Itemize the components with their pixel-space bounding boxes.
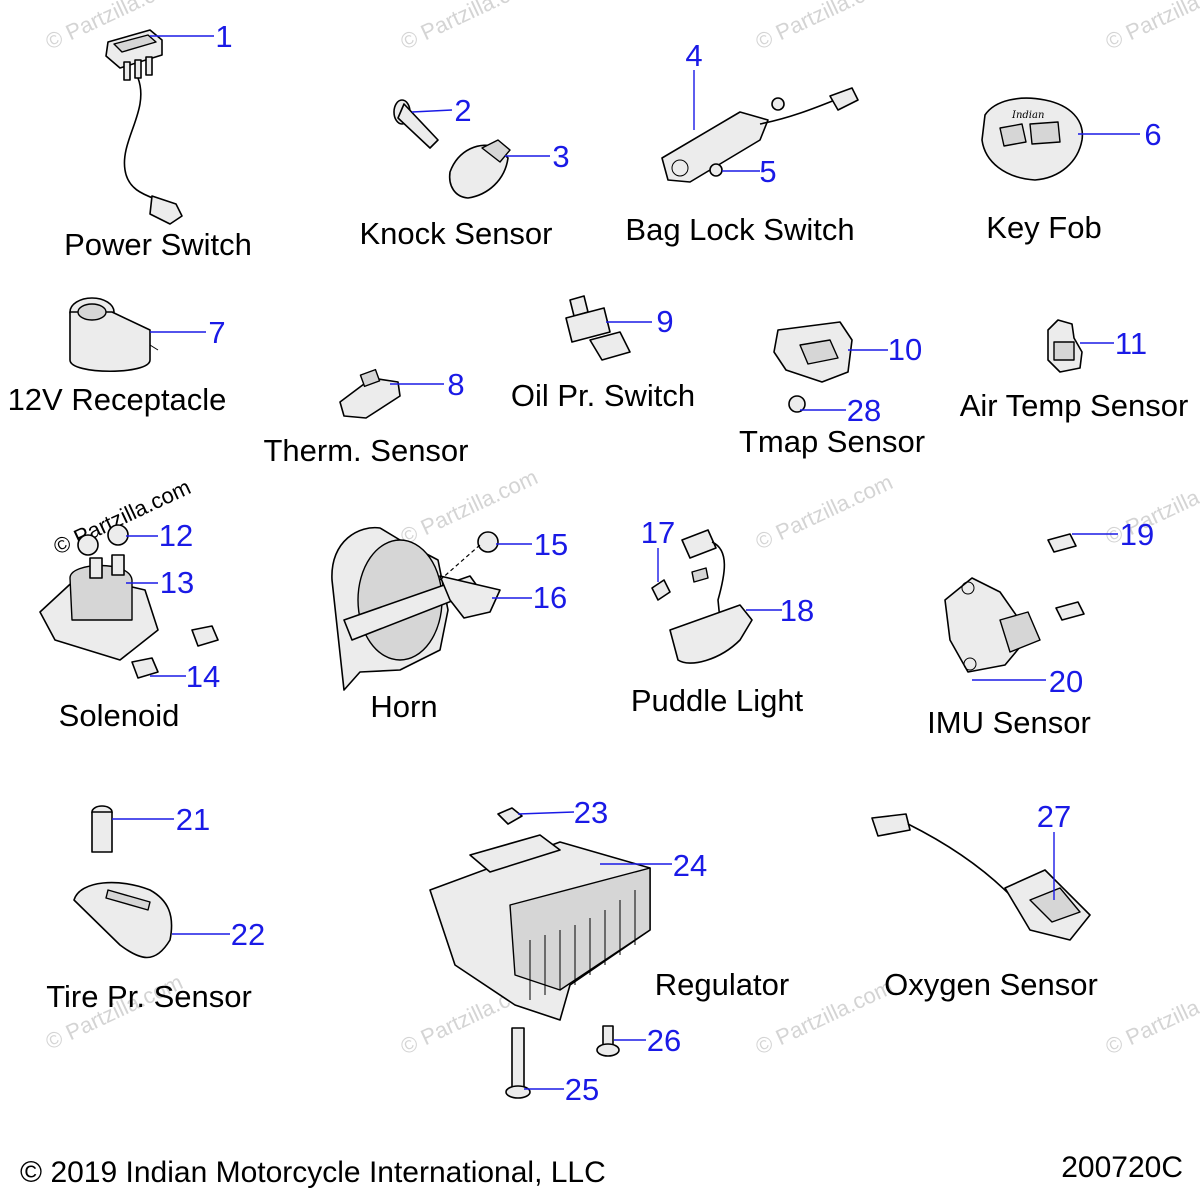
- label-solenoid: Solenoid: [59, 698, 180, 733]
- key-fob-drawing: Indian: [981, 97, 1084, 181]
- label-12v-receptacle: 12V Receptacle: [8, 382, 227, 417]
- label-bag-lock-switch: Bag Lock Switch: [625, 212, 854, 247]
- part-labels: Power Switch Knock Sensor Bag Lock Switc…: [8, 210, 1189, 1014]
- label-air-temp-sensor: Air Temp Sensor: [960, 388, 1189, 423]
- watermark: © Partzilla.com: [752, 469, 897, 554]
- callout-5: 5: [759, 154, 776, 189]
- label-tmap-sensor: Tmap Sensor: [739, 424, 925, 459]
- callout-6: 6: [1144, 117, 1161, 152]
- bag-lock-switch-drawing: [661, 87, 859, 183]
- callout-20: 20: [1049, 664, 1083, 699]
- callout-19: 19: [1120, 517, 1154, 552]
- watermark: © Partzilla.com: [752, 0, 897, 55]
- svg-text:Indian: Indian: [1011, 110, 1044, 121]
- label-oil-pressure-switch: Oil Pr. Switch: [511, 378, 695, 413]
- oxygen-sensor-drawing: [871, 813, 1091, 941]
- callout-18: 18: [780, 593, 814, 628]
- callout-7: 7: [208, 315, 225, 350]
- callout-26: 26: [647, 1023, 681, 1058]
- power-switch-drawing: [105, 29, 183, 225]
- label-imu-sensor: IMU Sensor: [927, 705, 1091, 740]
- callout-25: 25: [565, 1072, 599, 1107]
- label-tire-pressure-sensor: Tire Pr. Sensor: [46, 979, 252, 1014]
- callout-8: 8: [447, 367, 464, 402]
- label-key-fob: Key Fob: [986, 210, 1101, 245]
- oil-pressure-switch-drawing: [565, 295, 631, 361]
- label-power-switch: Power Switch: [64, 227, 252, 262]
- callout-23: 23: [574, 795, 608, 830]
- imu-sensor-drawing: [944, 533, 1085, 673]
- callout-3: 3: [552, 139, 569, 174]
- watermark: © Partzilla.com: [397, 0, 542, 55]
- label-knock-sensor: Knock Sensor: [360, 216, 553, 251]
- callout-28: 28: [847, 393, 881, 428]
- callout-4: 4: [685, 38, 702, 73]
- diagram-code: 200720C: [1061, 1151, 1183, 1184]
- horn-drawing: [331, 526, 501, 691]
- callout-9: 9: [656, 304, 673, 339]
- callout-21: 21: [176, 802, 210, 837]
- callout-24: 24: [673, 848, 707, 883]
- 12v-receptacle-drawing: [69, 297, 159, 372]
- callout-11: 11: [1115, 326, 1147, 361]
- callout-14: 14: [186, 659, 220, 694]
- callout-16: 16: [533, 580, 567, 615]
- callout-1: 1: [215, 19, 232, 54]
- watermark: © Partzilla.com: [1102, 974, 1200, 1059]
- callout-12: 12: [159, 518, 193, 553]
- leader-lines: [112, 35, 1140, 1090]
- callout-15: 15: [534, 527, 568, 562]
- knock-sensor-drawing: [393, 99, 511, 199]
- callout-22: 22: [231, 917, 265, 952]
- puddle-light-drawing: [651, 529, 753, 664]
- callout-27: 27: [1037, 799, 1071, 834]
- therm-sensor-drawing: [339, 368, 401, 419]
- solenoid-drawing: [39, 524, 219, 679]
- tmap-sensor-drawing: [773, 321, 853, 413]
- label-horn: Horn: [370, 689, 437, 724]
- regulator-drawing: [429, 807, 651, 1099]
- callout-numbers: 1 2 3 4 5 6 7 8 9 10 11 12 13 14 15 16 1…: [159, 19, 1162, 1107]
- callout-10: 10: [888, 332, 922, 367]
- label-therm-sensor: Therm. Sensor: [263, 433, 468, 468]
- label-puddle-light: Puddle Light: [631, 683, 804, 718]
- callout-17: 17: [641, 515, 675, 550]
- watermark: © Partzilla.com: [397, 464, 542, 549]
- copyright-text: © 2019 Indian Motorcycle International, …: [20, 1156, 606, 1189]
- tire-pressure-sensor-drawing: [73, 805, 173, 959]
- callout-13: 13: [160, 565, 194, 600]
- callout-2: 2: [454, 93, 471, 128]
- label-oxygen-sensor: Oxygen Sensor: [884, 967, 1098, 1002]
- watermark: © Partzilla.com: [1102, 0, 1200, 55]
- label-regulator: Regulator: [655, 967, 789, 1002]
- air-temp-sensor-drawing: [1047, 319, 1083, 373]
